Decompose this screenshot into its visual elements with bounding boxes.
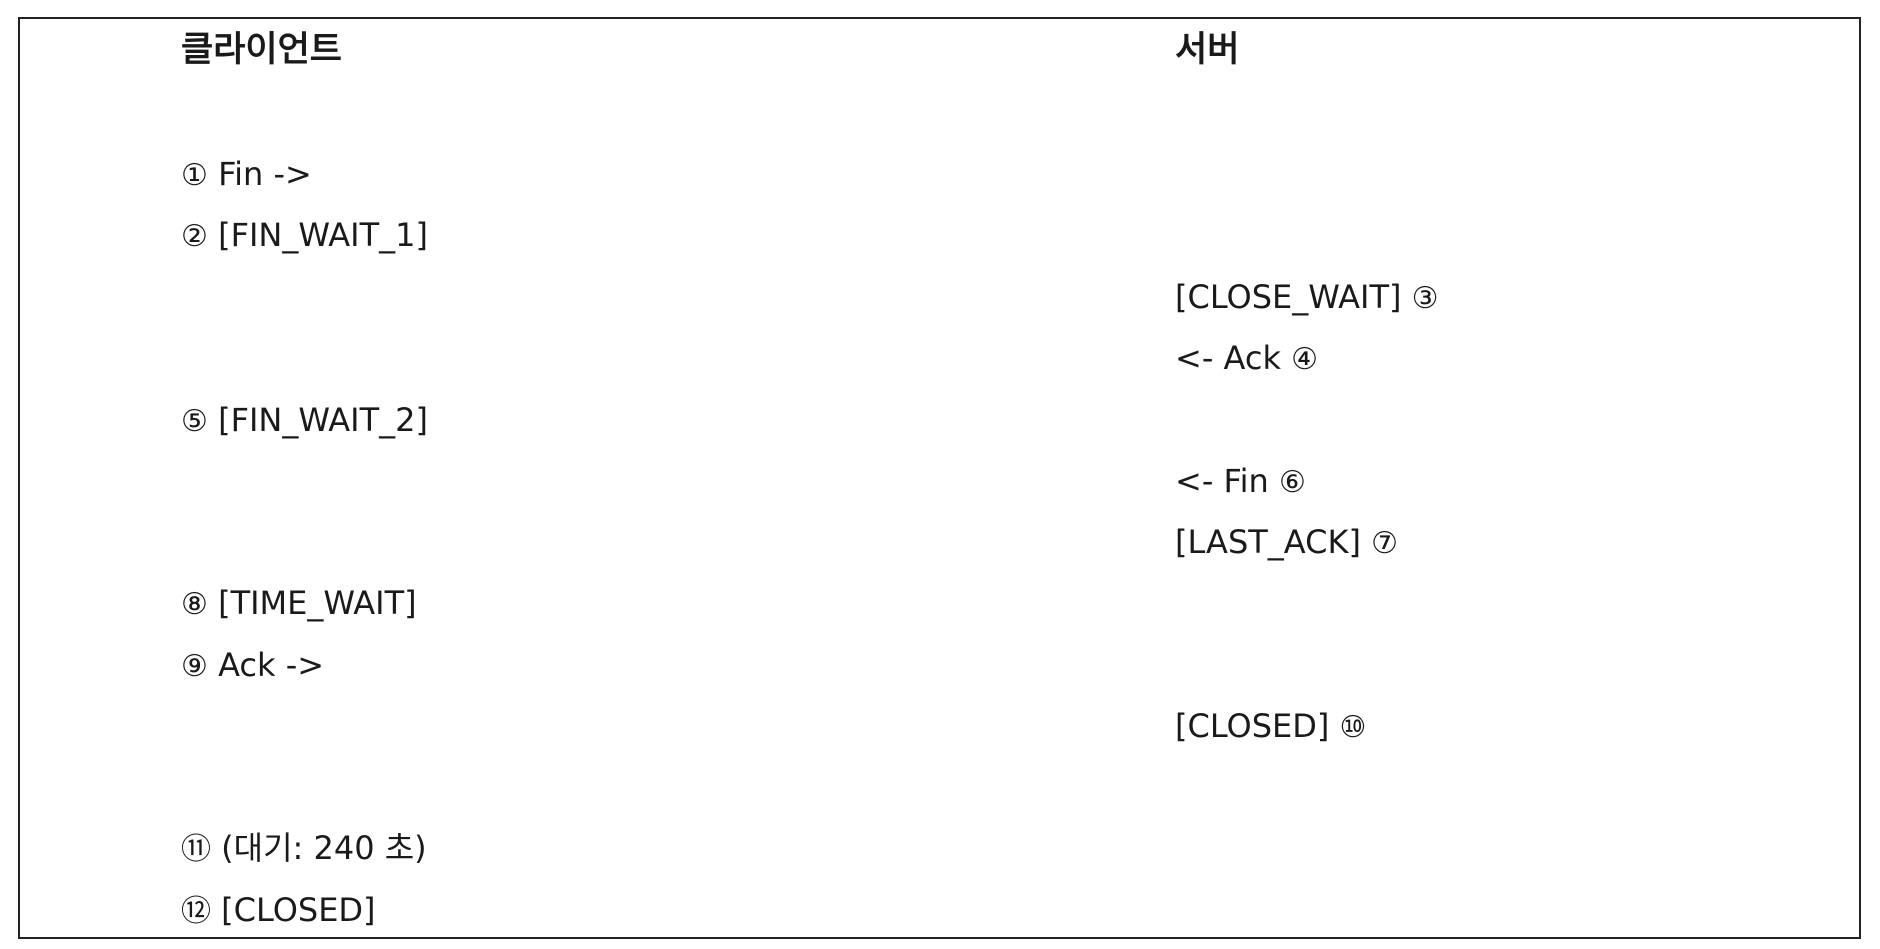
step-text: Fin -> [218, 155, 312, 193]
step-number: ⑧ [181, 587, 208, 622]
step-text: [TIME_WAIT] [218, 584, 417, 622]
step-text: (대기: 240 초) [221, 829, 427, 867]
server-step: [CLOSE_WAIT] ③ [1175, 272, 1439, 324]
client-column-header: 클라이언트 [181, 30, 343, 70]
server-step: <- Fin ⑥ [1175, 456, 1306, 508]
step-text: Ack -> [218, 646, 325, 684]
step-text: [LAST_ACK] [1175, 523, 1361, 561]
step-number: ④ [1291, 342, 1319, 377]
step-number: ⑦ [1371, 526, 1399, 561]
server-step: <- Ack ④ [1175, 333, 1318, 385]
step-text: <- Fin [1175, 462, 1269, 500]
step-text: <- Ack [1175, 339, 1281, 377]
client-step: ⑤ [FIN_WAIT_2] [181, 395, 428, 447]
step-number: ⑩ [1339, 710, 1367, 745]
client-step: ① Fin -> [181, 149, 312, 201]
step-text: [FIN_WAIT_1] [218, 216, 428, 254]
step-text: [CLOSED] [1175, 707, 1330, 745]
step-number: ② [181, 219, 208, 254]
step-text: [FIN_WAIT_2] [218, 401, 428, 439]
client-step: ⑧ [TIME_WAIT] [181, 578, 417, 630]
step-number: ⑪ [181, 832, 211, 867]
step-text: [CLOSED] [221, 891, 376, 929]
server-column-header: 서버 [1175, 30, 1240, 70]
server-step: [LAST_ACK] ⑦ [1175, 517, 1398, 569]
client-step: ⑨ Ack -> [181, 640, 324, 692]
step-number: ⑫ [181, 894, 211, 929]
step-number: ⑨ [181, 649, 208, 684]
client-step: ⑪ (대기: 240 초) [181, 823, 427, 875]
step-number: ③ [1411, 281, 1439, 316]
step-number: ⑥ [1278, 465, 1306, 500]
server-step: [CLOSED] ⑩ [1175, 701, 1366, 753]
diagram-frame [18, 17, 1861, 939]
step-number: ① [181, 158, 208, 193]
client-step: ② [FIN_WAIT_1] [181, 210, 428, 262]
client-step: ⑫ [CLOSED] [181, 885, 376, 937]
step-text: [CLOSE_WAIT] [1175, 278, 1402, 316]
step-number: ⑤ [181, 404, 208, 439]
